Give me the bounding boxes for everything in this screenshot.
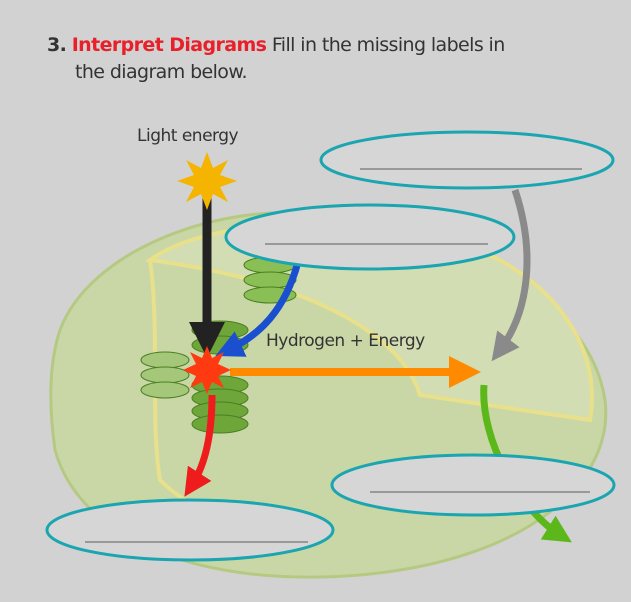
question-heading: Interpret Diagrams [71, 34, 267, 56]
blank-label-bottom-left[interactable] [45, 498, 335, 562]
red-arrow [184, 394, 216, 497]
reaction-star-icon [183, 346, 231, 394]
question-text: 3. Interpret Diagrams Fill in the missin… [47, 32, 617, 86]
question-instruction: Fill in the missing labels in [271, 34, 505, 56]
question-instruction-cont: the diagram below. [75, 61, 248, 83]
gray-arrow [491, 188, 531, 362]
hydrogen-energy-label: Hydrogen + Energy [266, 331, 425, 351]
blank-label-middle[interactable] [224, 203, 516, 271]
blue-arrow [215, 261, 302, 357]
light-energy-label: Light energy [137, 126, 239, 146]
blank-label-bottom-right[interactable] [330, 453, 616, 517]
sun-icon [177, 152, 237, 210]
blank-label-top-right[interactable] [319, 130, 615, 190]
question-number: 3. [47, 34, 67, 56]
